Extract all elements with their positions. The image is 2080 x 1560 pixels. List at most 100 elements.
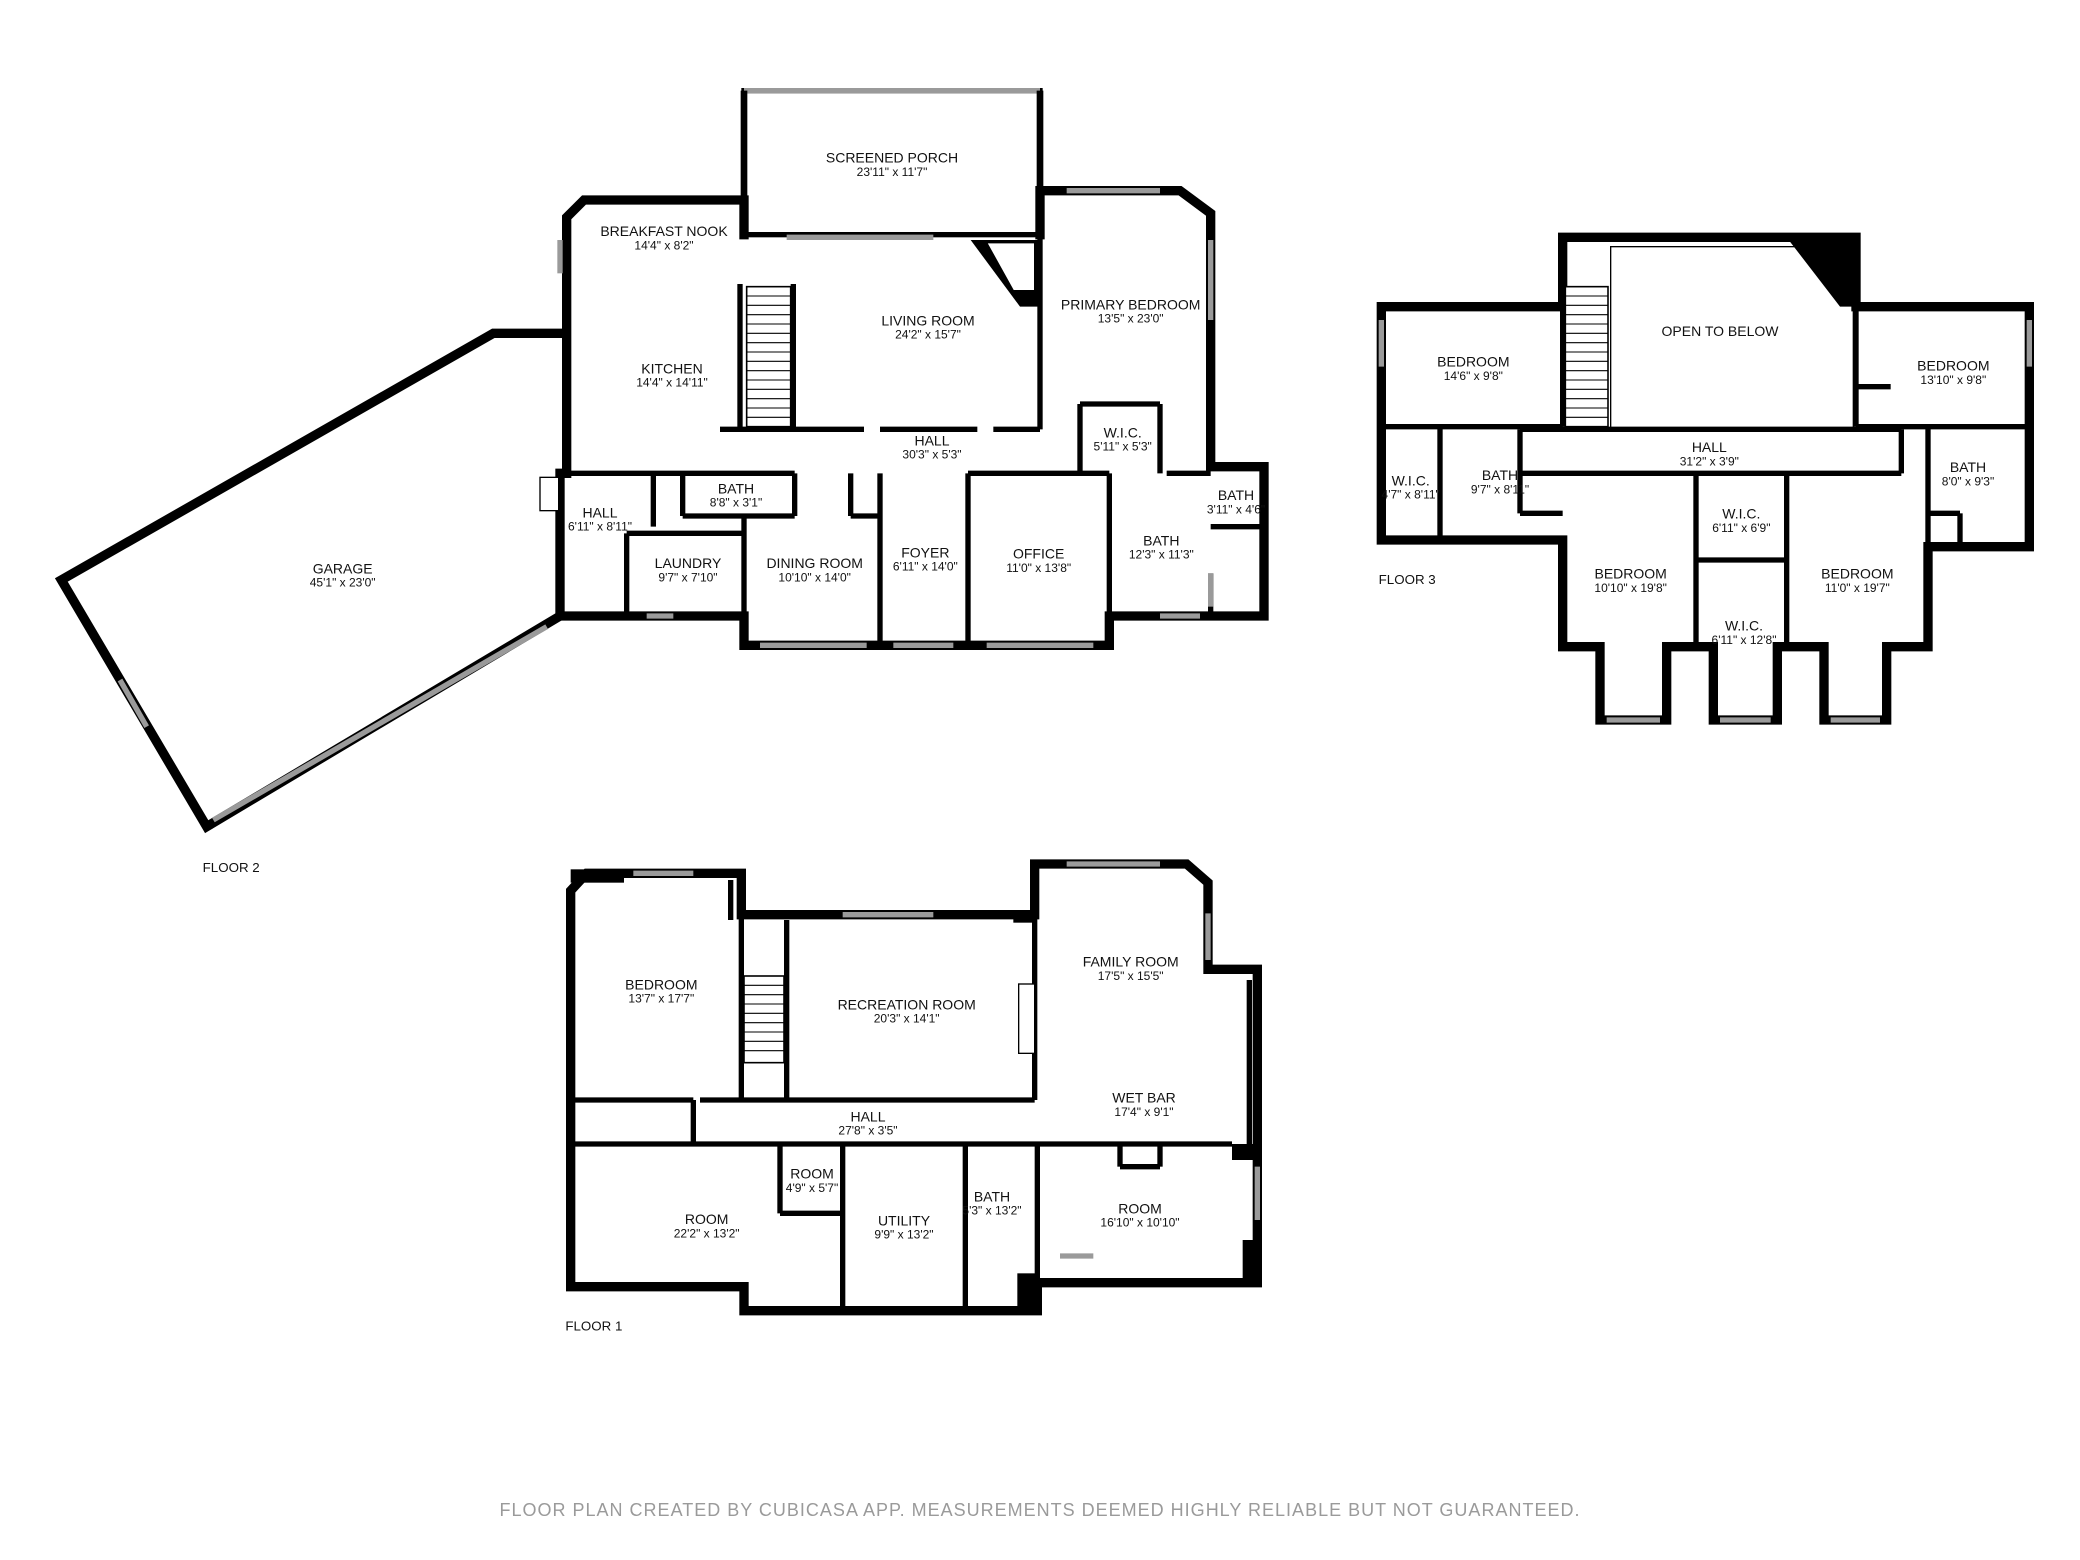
- floor3-windows: [1378, 320, 2032, 723]
- floor1-corner-post: [570, 869, 624, 883]
- label-open-to-below: OPEN TO BELOW: [1662, 323, 1780, 339]
- svg-text:23'11" x 11'7": 23'11" x 11'7": [857, 165, 928, 179]
- label-bedroom-se: BEDROOM: [1821, 566, 1893, 582]
- svg-text:6'11" x 14'0": 6'11" x 14'0": [893, 560, 958, 574]
- label-wic-w: W.I.C.: [1392, 472, 1430, 488]
- label-garage: GARAGE: [313, 560, 373, 576]
- label-bath-primary: BATH: [1143, 532, 1179, 548]
- label-wet-bar: WET BAR: [1112, 1090, 1176, 1106]
- open-to-below-rail: [1610, 245, 1854, 432]
- svg-text:17'4" x 9'1": 17'4" x 9'1": [1114, 1105, 1173, 1119]
- label-hall: HALL: [850, 1108, 885, 1124]
- svg-text:13'10" x 9'8": 13'10" x 9'8": [1920, 373, 1986, 387]
- label-screened-porch: SCREENED PORCH: [826, 150, 958, 166]
- svg-text:20'3" x 14'1": 20'3" x 14'1": [874, 1012, 940, 1026]
- label-room-small: ROOM: [790, 1166, 834, 1182]
- svg-text:14'4" x 8'2": 14'4" x 8'2": [634, 238, 693, 252]
- svg-text:27'8" x 3'5": 27'8" x 3'5": [838, 1124, 897, 1138]
- label-family-room: FAMILY ROOM: [1083, 954, 1179, 970]
- label-bath-w: BATH: [1482, 467, 1518, 483]
- garage-door: [211, 624, 549, 823]
- label-hall-main: HALL: [914, 432, 949, 448]
- svg-text:4'9" x 5'7": 4'9" x 5'7": [786, 1181, 838, 1195]
- svg-text:30'3" x 5'3": 30'3" x 5'3": [902, 448, 961, 462]
- svg-text:11'0" x 13'8": 11'0" x 13'8": [1006, 561, 1071, 575]
- label-room-large: ROOM: [685, 1211, 729, 1227]
- label-foyer: FOYER: [901, 544, 949, 560]
- disclaimer-footer: FLOOR PLAN CREATED BY CUBICASA APP. MEAS…: [499, 1500, 1581, 1520]
- svg-text:22'2" x 13'2": 22'2" x 13'2": [674, 1226, 740, 1240]
- label-bath-e: BATH: [1950, 459, 1986, 475]
- garage-window: [117, 678, 149, 728]
- svg-text:8'8" x 3'1": 8'8" x 3'1": [710, 496, 762, 510]
- label-bath-tiny: BATH: [1218, 487, 1254, 503]
- svg-text:13'5" x 23'0": 13'5" x 23'0": [1098, 312, 1164, 326]
- label-breakfast-nook: BREAKFAST NOOK: [600, 223, 728, 239]
- floor-1-label: FLOOR 1: [565, 1319, 622, 1334]
- floor1-labels: BEDROOM 13'7" x 17'7" RECREATION ROOM 20…: [565, 954, 1179, 1334]
- label-bedroom-sw: BEDROOM: [1594, 566, 1666, 582]
- label-bath-small: BATH: [718, 480, 754, 496]
- floor2-labels: SCREENED PORCH 23'11" x 11'7" BREAKFAST …: [203, 150, 1265, 875]
- svg-text:10'10" x 19'8": 10'10" x 19'8": [1594, 581, 1667, 595]
- svg-text:11'0" x 19'7": 11'0" x 19'7": [1825, 581, 1890, 595]
- svg-text:31'2" x 3'9": 31'2" x 3'9": [1680, 454, 1739, 468]
- svg-text:14'6" x 9'8": 14'6" x 9'8": [1444, 369, 1503, 383]
- floor3-interior-walls: [1381, 306, 2030, 647]
- label-recreation-room: RECREATION ROOM: [838, 996, 976, 1012]
- svg-text:8'0" x 9'3": 8'0" x 9'3": [1942, 474, 1994, 488]
- floor-2-label: FLOOR 2: [203, 860, 260, 875]
- floor1-outer-walls: [566, 859, 1262, 1316]
- floor2-windows: [557, 188, 1214, 648]
- label-hall-side: HALL: [582, 504, 617, 520]
- label-wic-low: W.I.C.: [1725, 618, 1763, 634]
- svg-text:9'7" x 7'10": 9'7" x 7'10": [658, 570, 717, 584]
- svg-text:4'7" x 8'11": 4'7" x 8'11": [1382, 488, 1440, 502]
- floor-1-plan: BEDROOM 13'7" x 17'7" RECREATION ROOM 20…: [565, 859, 1262, 1334]
- svg-text:24'2" x 15'7": 24'2" x 15'7": [895, 328, 961, 342]
- svg-text:13'7" x 17'7": 13'7" x 17'7": [628, 992, 694, 1006]
- label-bedroom-nw: BEDROOM: [1437, 354, 1509, 370]
- floor3-outer-walls: [1376, 232, 2034, 725]
- floor-2-plan: SCREENED PORCH 23'11" x 11'7" BREAKFAST …: [54, 87, 1269, 875]
- floor1-interior-walls: [570, 880, 1252, 1311]
- svg-text:10'10" x 14'0": 10'10" x 14'0": [778, 570, 851, 584]
- floor2-fireplace: [970, 240, 1040, 307]
- floor1-stairs: [743, 975, 785, 1064]
- label-primary-bedroom: PRIMARY BEDROOM: [1061, 296, 1201, 312]
- svg-text:5'3" x 13'2": 5'3" x 13'2": [962, 1204, 1021, 1218]
- label-dining-room: DINING ROOM: [766, 555, 862, 571]
- label-wic: W.I.C.: [1104, 424, 1142, 440]
- floor-3-plan: OPEN TO BELOW BEDROOM 14'6" x 9'8" BEDRO…: [1376, 232, 2034, 725]
- label-wic-mid: W.I.C.: [1722, 506, 1760, 522]
- svg-text:6'11" x 12'8": 6'11" x 12'8": [1712, 633, 1777, 647]
- label-office: OFFICE: [1013, 546, 1064, 562]
- svg-text:6'11" x 8'11": 6'11" x 8'11": [568, 520, 632, 534]
- label-hall: HALL: [1692, 439, 1727, 455]
- label-utility: UTILITY: [878, 1212, 931, 1228]
- svg-text:45'1" x 23'0": 45'1" x 23'0": [310, 576, 376, 590]
- floor3-stairs: [1564, 285, 1609, 428]
- svg-text:14'4" x 14'11": 14'4" x 14'11": [636, 376, 708, 390]
- svg-text:5'11" x 5'3": 5'11" x 5'3": [1094, 440, 1152, 454]
- floor-3-label: FLOOR 3: [1379, 572, 1436, 587]
- floor3-chimney: [1786, 237, 1856, 307]
- floor3-labels: OPEN TO BELOW BEDROOM 14'6" x 9'8" BEDRO…: [1379, 323, 1995, 647]
- floor1-windows: [633, 861, 1260, 1259]
- label-kitchen: KITCHEN: [641, 360, 702, 376]
- label-bedroom: BEDROOM: [625, 976, 697, 992]
- label-living-room: LIVING ROOM: [881, 312, 974, 328]
- svg-text:9'9" x 13'2": 9'9" x 13'2": [874, 1228, 933, 1242]
- svg-text:16'10" x 10'10": 16'10" x 10'10": [1100, 1216, 1179, 1230]
- svg-text:9'7" x 8'11": 9'7" x 8'11": [1471, 482, 1529, 496]
- label-bath: BATH: [974, 1188, 1010, 1204]
- svg-text:3'11" x 4'6": 3'11" x 4'6": [1207, 502, 1265, 516]
- svg-text:12'3" x 11'3": 12'3" x 11'3": [1129, 548, 1194, 562]
- svg-text:17'5" x 15'5": 17'5" x 15'5": [1098, 969, 1164, 983]
- floor1-fireplace: [1017, 983, 1036, 1054]
- label-room-east: ROOM: [1118, 1200, 1162, 1216]
- label-laundry: LAUNDRY: [655, 555, 722, 571]
- floor2-stairs: [745, 285, 792, 428]
- svg-text:6'11" x 6'9": 6'11" x 6'9": [1712, 521, 1770, 535]
